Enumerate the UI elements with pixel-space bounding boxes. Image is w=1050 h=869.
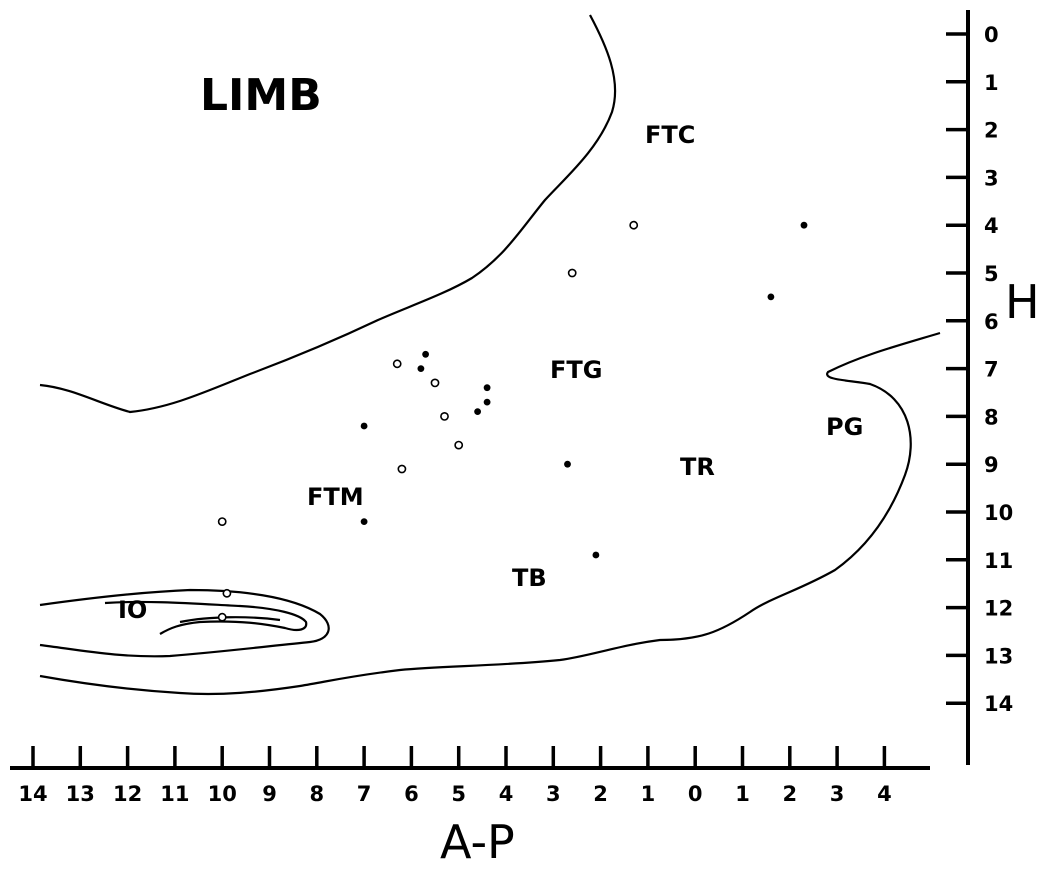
open-circle-point [392,359,402,369]
io-outline-outer [39,588,330,658]
filled-dot-point [800,221,808,229]
io-outline-inner-2 [179,616,281,624]
x-tick-label: 2 [593,782,608,806]
x-tick-label: 6 [404,782,419,806]
filled-dot-point [474,408,481,415]
region-label-tr: TR [680,453,715,481]
x-tick-label: 4 [877,782,892,806]
open-circle-point [217,612,227,622]
x-axis-title: A-P [440,815,515,869]
region-label-ftg: FTG [550,356,602,384]
y-tick-label: 12 [984,597,1013,621]
anatomical-outlines [39,14,941,696]
open-circle-point [567,268,577,278]
y-tick-label: 7 [984,358,999,382]
region-label-io: IO [118,596,147,624]
y-tick-label: 2 [984,119,999,143]
filled-dot-point [767,293,775,301]
y-tick-label: 0 [984,23,999,47]
y-tick-label: 3 [984,166,999,190]
recording-sites [217,220,808,622]
x-tick-label: 14 [18,782,47,806]
y-tick-label: 5 [984,262,999,286]
filled-dot-point [360,422,368,430]
y-tick-label: 10 [984,501,1013,525]
open-circle-point [629,220,639,230]
y-tick-label: 4 [984,214,999,238]
y-axis-title: H [1005,275,1040,329]
x-tick-label: 7 [357,782,372,806]
x-tick-label: 8 [309,782,324,806]
x-tick-label: 12 [113,782,142,806]
x-tick-label: 1 [641,782,656,806]
x-tick-label: 11 [160,782,189,806]
open-circle-point [430,378,440,388]
x-tick-label: 10 [208,782,237,806]
open-circle-point [397,464,407,474]
x-tick-label: 4 [499,782,514,806]
open-circle-point [217,517,227,526]
region-label-pg: PG [826,413,863,441]
dorsal-boundary [39,14,617,414]
filled-dot-point [422,350,429,358]
diagram-title: LIMB [200,70,322,121]
filled-dot-point [417,365,425,372]
x-tick-label: 2 [782,782,797,806]
region-label-tb: TB [512,564,547,592]
y-tick-label: 1 [984,71,999,95]
filled-dot-point [592,551,600,559]
y-tick-label: 13 [984,644,1013,668]
x-tick-label: 13 [66,782,95,806]
x-tick-label: 3 [830,782,845,806]
filled-dot-point [483,398,491,406]
y-tick-label: 8 [984,405,999,429]
open-circle-point [454,440,464,450]
io-outline-inner [104,600,308,635]
y-tick-label: 6 [984,310,999,334]
open-circle-point [222,588,232,598]
y-tick-label: 9 [984,453,999,477]
y-tick-label: 11 [984,549,1013,573]
open-circle-point [440,411,449,421]
x-tick-label: 3 [546,782,561,806]
region-label-ftc: FTC [645,121,695,149]
ventral-boundary [39,331,941,696]
filled-dot-point [483,384,491,392]
x-tick-label: 9 [262,782,277,806]
region-label-ftm: FTM [307,483,364,511]
filled-dot-point [564,460,571,468]
x-tick-label: 0 [688,782,703,806]
y-tick-label: 14 [984,692,1013,716]
filled-dot-point [360,518,368,525]
x-tick-label: 1 [735,782,750,806]
x-tick-label: 5 [451,782,466,806]
